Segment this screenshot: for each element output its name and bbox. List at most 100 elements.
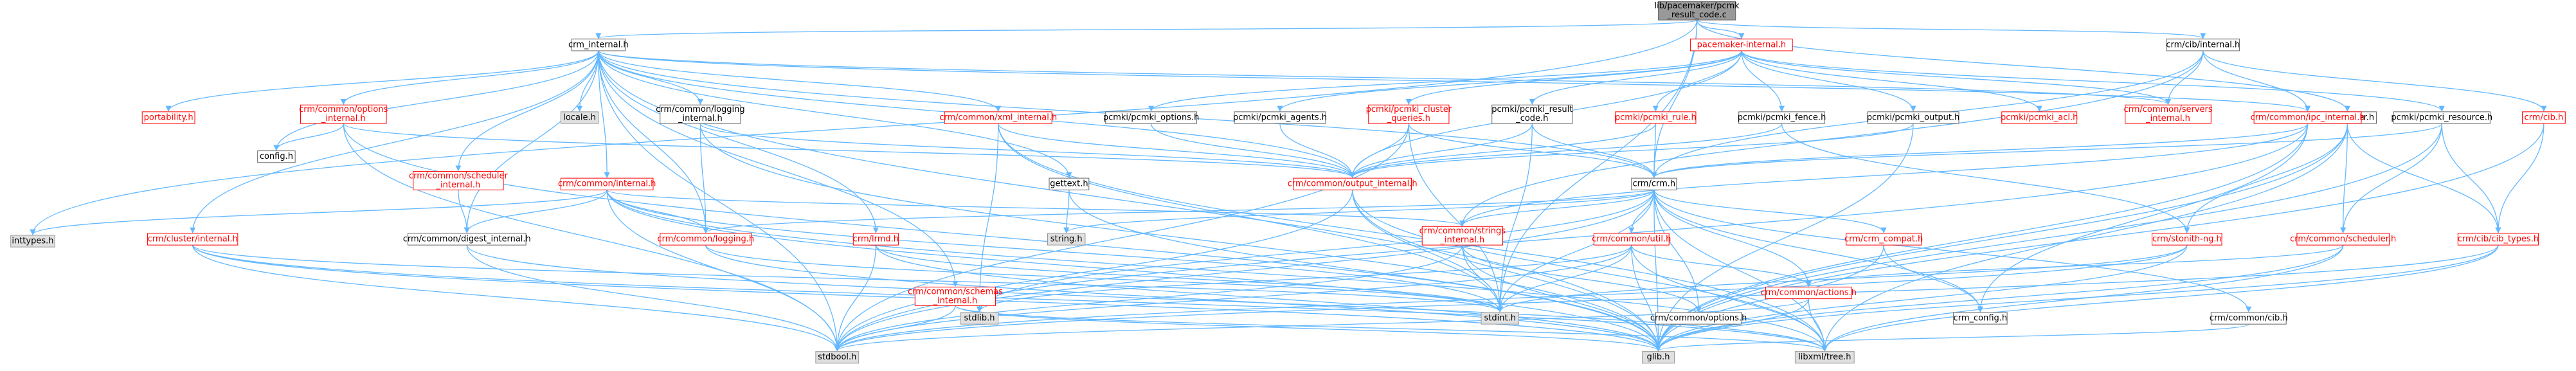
edge-common-cib-to-glib — [1655, 323, 2249, 352]
node-label: _code.h — [1515, 114, 1548, 123]
edge-cluster-internal-to-stdbool — [192, 245, 840, 352]
node-ipc-internal[interactable]: crm/common/ipc_internal.h — [2251, 111, 2365, 124]
dependency-edges — [30, 19, 2547, 352]
edge-crm-internal-to-servers-internal — [598, 50, 2171, 105]
node-box — [1293, 177, 1412, 190]
edge-common-internal-to-glib — [606, 190, 1661, 352]
edge-pcmki-output-to-output-internal — [1349, 123, 1914, 179]
node-box — [571, 39, 626, 51]
node-scheduler-h[interactable]: crm/common/scheduler.h — [2290, 233, 2396, 246]
node-portability[interactable]: portability.h — [141, 111, 195, 124]
node-options-internal[interactable]: crm/common/options_internal.h — [299, 104, 388, 124]
edge-gettext-to-glib — [1068, 190, 1661, 352]
edge-strings-internal-to-stdint — [1462, 245, 1503, 312]
edge-cluster-internal-to-stdint — [192, 244, 1503, 312]
edge-crm-h-to-logging-h — [703, 189, 1655, 233]
node-cib-types[interactable]: crm/cib/cib_types.h — [2458, 233, 2539, 246]
node-box — [1421, 226, 1503, 246]
node-logging-h[interactable]: crm/common/logging.h — [657, 233, 754, 246]
edge-cib-types-to-libxml-tree — [1821, 245, 2499, 352]
node-label: _internal.h — [1439, 235, 1484, 245]
edge-cib-types-to-stdbool — [834, 245, 2499, 352]
edge-root-to-inttypes — [30, 20, 1698, 235]
node-pcmki-acl[interactable]: pcmki/pcmki_acl.h — [2001, 111, 2078, 124]
node-config: config.h — [257, 150, 296, 163]
node-pcmki-fence: pcmki/pcmki_fence.h — [1738, 111, 1826, 124]
edge-actions-h-to-libxml-tree — [1808, 298, 1828, 352]
node-pcmki-result-code: pcmki/pcmki_result_code.h — [1491, 104, 1573, 124]
node-label: gettext.h — [1050, 179, 1088, 189]
node-label: pcmki/pcmki_fence.h — [1738, 113, 1826, 122]
node-label: crm_config.h — [1954, 314, 2008, 323]
edge-pacemaker-h-to-stonith-ng — [2184, 123, 2348, 233]
node-label: pcmki/pcmki_acl.h — [2001, 113, 2078, 122]
node-digest-internal: crm/common/digest_internal.h — [403, 233, 531, 246]
node-cluster-internal[interactable]: crm/cluster/internal.h — [147, 233, 239, 246]
node-pcmki-cluster-queries[interactable]: pcmki/pcmki_cluster_queries.h — [1366, 104, 1452, 124]
edge-digest-internal-to-stdbool — [466, 245, 840, 352]
node-box — [1655, 312, 1742, 325]
node-label: locale.h — [563, 113, 596, 122]
node-util-h[interactable]: crm/common/util.h — [1592, 233, 1671, 246]
node-label: crm/common/output_internal.h — [1288, 179, 1418, 189]
node-label: string.h — [1050, 235, 1083, 244]
edge-pcmki-rule-to-output-internal — [1349, 123, 1656, 179]
node-box — [560, 177, 654, 190]
edge-pacemaker-internal-to-pcmki-cluster-queries — [1405, 50, 1742, 105]
edge-logging-internal-to-glib — [699, 123, 1661, 352]
edge-xml-internal-to-stdlib — [976, 123, 999, 312]
node-label: pcmki/pcmki_resource.h — [2391, 113, 2492, 122]
node-label: inttypes.h — [12, 237, 53, 246]
node-schemas-internal[interactable]: crm/common/schemas_internal.h — [908, 286, 1003, 306]
edge-common-internal-to-stdbool — [606, 190, 840, 352]
node-cib-internal: crm/cib/internal.h — [2166, 39, 2240, 51]
node-output-internal[interactable]: crm/common/output_internal.h — [1288, 177, 1418, 190]
node-stonith-ng[interactable]: crm/stonith-ng.h — [2152, 233, 2222, 246]
node-label: _internal.h — [678, 114, 723, 123]
node-label: pacemaker-internal.h — [1697, 40, 1787, 50]
edge-cib-types-to-glib — [1655, 245, 2499, 352]
node-pcmki-rule[interactable]: pcmki/pcmki_rule.h — [1615, 111, 1697, 124]
node-root[interactable]: lib/pacemaker/pcmk_result_code.c — [1654, 1, 1740, 21]
edge-logging-h-to-glib — [705, 245, 1661, 352]
node-label: _queries.h — [1387, 114, 1430, 123]
node-box — [1846, 233, 1922, 246]
edge-cib-h-to-glib — [1655, 123, 2544, 352]
edge-crm-h-to-crm-config — [1653, 190, 1983, 312]
node-label: portability.h — [144, 113, 194, 122]
node-stdlib: stdlib.h — [960, 312, 999, 325]
edge-logging-internal-to-output-internal — [699, 123, 1356, 179]
edge-common-internal-to-inttypes — [30, 189, 608, 235]
node-scheduler-internal[interactable]: crm/common/scheduler_internal.h — [409, 170, 509, 190]
node-strings-internal[interactable]: crm/common/strings_internal.h — [1419, 226, 1506, 246]
node-box — [660, 233, 752, 246]
node-box — [1481, 312, 1519, 325]
node-servers-internal[interactable]: crm/common/servers_internal.h — [2123, 104, 2213, 124]
edge-crm-compat-to-crm-config — [1883, 245, 1983, 312]
node-actions-h[interactable]: crm/common/actions.h — [1761, 286, 1857, 300]
node-crm-compat[interactable]: crm/crm_compat.h — [1844, 233, 1923, 246]
edge-crm-internal-to-options-internal — [340, 50, 599, 105]
node-box — [2152, 233, 2222, 246]
node-lrmd[interactable]: crm/lrmd.h — [853, 233, 899, 246]
node-common-internal[interactable]: crm/common/internal.h — [558, 177, 656, 190]
edge-cluster-internal-to-libxml-tree — [192, 245, 1828, 352]
edge-pcmki-options-to-output-internal — [1150, 123, 1356, 179]
edge-logging-internal-to-logging-h — [699, 123, 709, 233]
node-cib-h[interactable]: crm/cib.h — [2522, 111, 2566, 124]
edge-pcmki-resource-to-glib — [1655, 123, 2442, 352]
edge-root-to-cib-internal — [1696, 19, 2206, 39]
node-label: pcmki/pcmki_output.h — [1867, 113, 1960, 122]
node-label: lib/pacemaker/pcmk — [1654, 1, 1740, 11]
edge-pcmki-rule-to-crm-h — [1651, 123, 1657, 179]
node-box — [257, 150, 296, 163]
node-label: crm/common/strings — [1419, 226, 1506, 236]
node-pacemaker-internal[interactable]: pacemaker-internal.h — [1690, 39, 1793, 51]
node-xml-internal[interactable]: crm/common/xml_internal.h — [939, 111, 1057, 124]
edge-pacemaker-h-to-cib-types — [2346, 123, 2501, 233]
edge-cib-h-to-cib-types — [2495, 123, 2544, 233]
edge-xml-internal-to-output-internal — [998, 123, 1356, 179]
edge-pcmki-result-code-to-stdint — [1497, 123, 1533, 312]
node-label: crm/lrmd.h — [853, 235, 899, 244]
edge-ipc-internal-to-crm-config — [1977, 123, 2309, 312]
